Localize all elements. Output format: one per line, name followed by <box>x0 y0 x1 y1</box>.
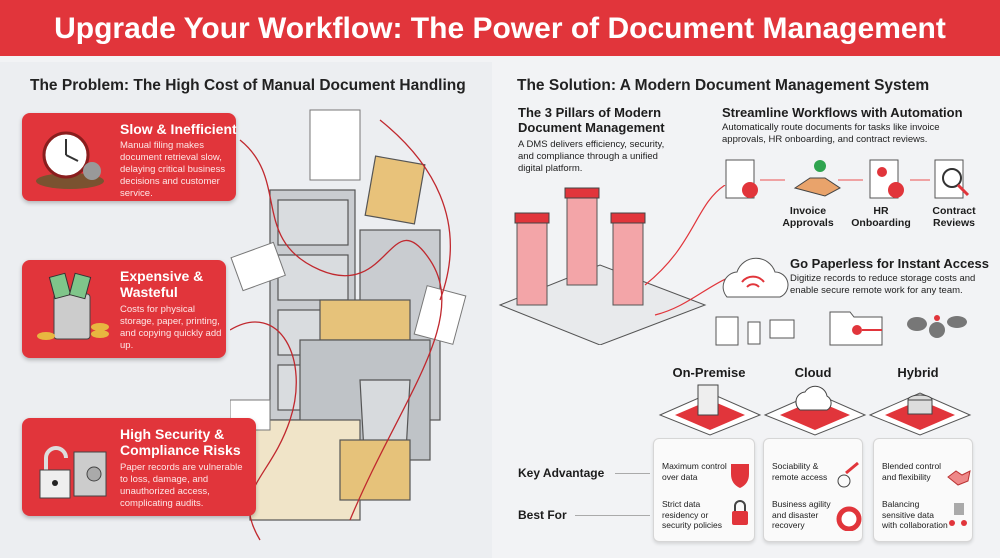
option-on-premise: On-Premise <box>672 365 746 380</box>
document-check-icon <box>725 159 758 199</box>
step-contract-reviews: Contract Reviews <box>932 205 976 229</box>
card-title: High Security & Compliance Risks <box>120 426 241 458</box>
step-hr-onboarding: HR Onboarding <box>851 205 911 229</box>
pillars-title: The 3 Pillars of Modern Document Managem… <box>518 105 665 135</box>
best-for-cell: Balancing sensitive data with collaborat… <box>882 499 948 530</box>
paperless-desc: Digitize records to reduce storage costs… <box>790 273 976 296</box>
problem-card-expensive: Expensive & Wasteful Costs for physical … <box>22 260 226 358</box>
workflow-icons <box>725 159 970 199</box>
padlock-icon <box>732 511 748 525</box>
problem-heading: The Problem: The High Cost of Manual Doc… <box>30 77 466 94</box>
pillars-desc: A DMS delivers efficiency, security, and… <box>518 139 665 174</box>
shield-check-icon <box>731 464 749 488</box>
cloud-upload-icon <box>795 385 832 411</box>
world-map-icon <box>907 315 967 338</box>
problem-card-security: High Security & Compliance Risks Paper r… <box>22 418 256 516</box>
row-label-best-for: Best For <box>518 508 567 522</box>
best-for-cell: Strict data residency or security polici… <box>662 499 722 530</box>
hr-document-icon <box>869 159 904 199</box>
option-cloud: Cloud <box>794 365 832 380</box>
card-title: Slow & Inefficient <box>120 121 237 137</box>
globe-arrows-icon <box>837 474 851 488</box>
workflow-title: Streamline Workflows with Automation <box>722 105 963 120</box>
money-trash-icon <box>37 272 109 340</box>
melting-clock-icon <box>36 131 104 189</box>
divider <box>615 473 650 474</box>
cloud-card: Sociability & remote access Business agi… <box>763 438 863 542</box>
card-desc: Costs for physical storage, paper, print… <box>120 304 222 351</box>
key-advantage-cell: Sociability & remote access <box>772 461 828 482</box>
server-lock-icon <box>697 384 719 416</box>
title-banner: Upgrade Your Workflow: The Power of Docu… <box>0 0 1000 56</box>
step-invoice-approvals: Invoice Approvals <box>782 205 834 229</box>
deployment-platforms <box>658 384 972 436</box>
paperless-illustration <box>715 257 967 346</box>
cloud-wifi-icon <box>722 257 789 298</box>
key-advantage-cell: Blended control and flexibility <box>882 461 942 482</box>
devices-icon <box>715 316 795 346</box>
divider <box>575 515 650 516</box>
solution-heading: The Solution: A Modern Document Manageme… <box>517 77 930 94</box>
database-users-icon <box>954 503 964 515</box>
contract-magnifier-icon <box>934 159 970 199</box>
row-label-key-advantage: Key Advantage <box>518 466 605 480</box>
card-title: Expensive & Wasteful <box>120 268 204 300</box>
handshake-icon <box>793 160 841 197</box>
broken-lock-safe-icon <box>39 446 107 499</box>
secure-folder-icon <box>829 311 883 346</box>
card-desc: Manual filing makes document retrieval s… <box>120 140 226 199</box>
on-premise-card: Maximum control over data Strict data re… <box>653 438 755 542</box>
hybrid-card: Blended control and flexibility Balancin… <box>873 438 973 542</box>
three-pillars-illustration <box>498 185 756 345</box>
lifebuoy-icon <box>836 506 862 531</box>
problem-card-slow: Slow & Inefficient Manual filing makes d… <box>22 113 237 201</box>
key-advantage-cell: Maximum control over data <box>662 461 727 482</box>
option-hybrid: Hybrid <box>897 365 939 380</box>
handshake-icon <box>947 470 971 486</box>
paperless-title: Go Paperless for Instant Access <box>790 256 989 271</box>
workflow-desc: Automatically route documents for tasks … <box>722 122 940 145</box>
card-desc: Paper records are vulnerable to loss, da… <box>120 462 243 509</box>
best-for-cell: Business agility and disaster recovery <box>772 499 831 530</box>
filing-chaos-illustration <box>230 109 467 541</box>
